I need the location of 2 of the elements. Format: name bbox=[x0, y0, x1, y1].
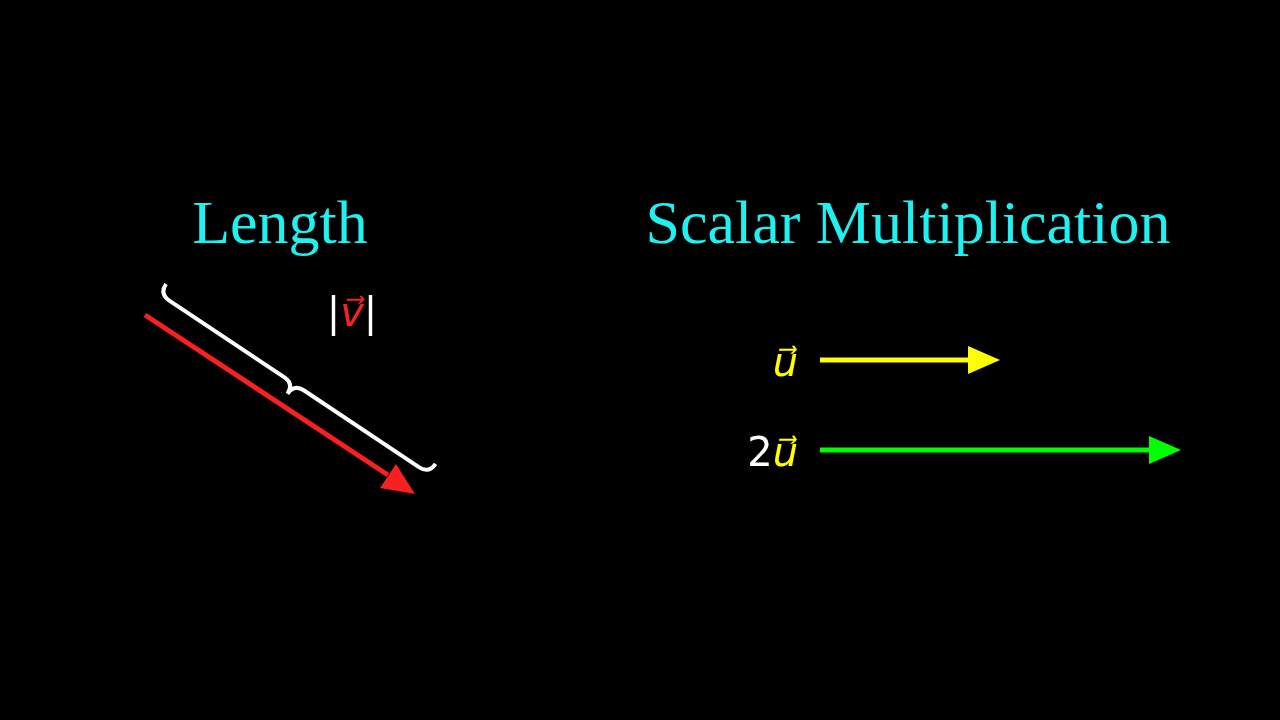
vector-label: u⃗ bbox=[772, 342, 798, 382]
vector-label: 2u⃗ bbox=[747, 432, 798, 472]
